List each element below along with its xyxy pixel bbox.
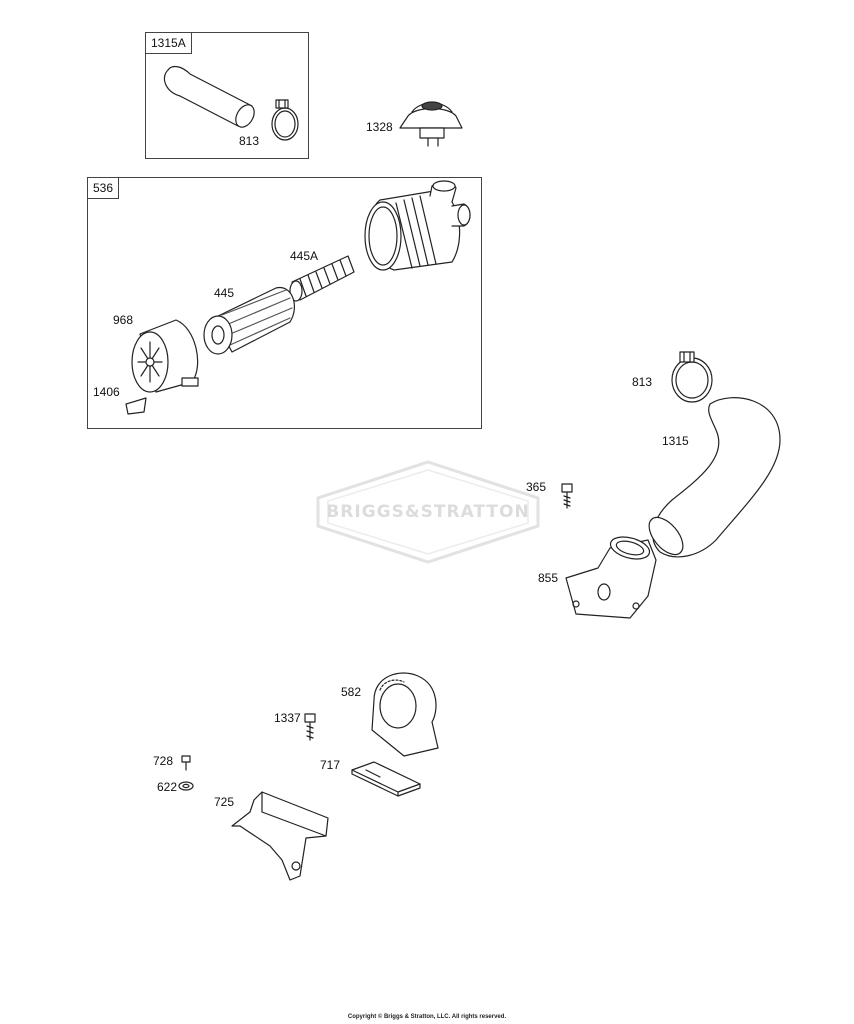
part-label-445a: 445A: [290, 249, 319, 263]
intake-hose-1315a: [163, 65, 255, 128]
part-label-1406: 1406: [93, 385, 120, 399]
screw-365: [561, 483, 573, 509]
air-cleaner-bracket-582: [371, 672, 439, 757]
brand-watermark: BRIGGS&STRATTON: [312, 458, 544, 566]
part-label-725: 725: [214, 795, 235, 809]
copyright-notice: Copyright © Briggs & Stratton, LLC. All …: [347, 1014, 507, 1020]
main-filter-445: [203, 287, 295, 355]
watermark-text: BRIGGS&STRATTON: [326, 502, 530, 522]
mounting-bracket-725: [231, 791, 329, 881]
part-label-968: 968: [113, 313, 134, 327]
washer-622: [178, 781, 194, 791]
hose-clamp-813: [671, 351, 713, 403]
part-label-582: 582: [341, 685, 362, 699]
hose-clamp-813-kit: [271, 99, 299, 141]
screw-1337: [304, 713, 316, 741]
air-cleaner-cover-968: [131, 319, 199, 393]
air-cleaner-housing: [364, 180, 471, 271]
inner-filter-445a: [289, 255, 355, 302]
part-label-365: 365: [526, 480, 547, 494]
nut-728: [181, 755, 191, 771]
intake-adapter-855: [565, 536, 657, 619]
part-label-717: 717: [320, 758, 341, 772]
part-label-1315: 1315: [662, 434, 689, 448]
kit-1315a-box: 1315A: [145, 32, 309, 159]
dust-valve-1406: [125, 397, 147, 415]
part-label-728: 728: [153, 754, 174, 768]
precleaner-cap-1328: [399, 101, 463, 147]
part-label-622: 622: [157, 780, 178, 794]
watermark-hexagon-icon: [316, 460, 540, 564]
kit-536-label: 536: [87, 177, 120, 199]
part-label-1337: 1337: [274, 711, 301, 725]
kit-1315a-label: 1315A: [145, 32, 192, 54]
kit-536-box: 536: [87, 177, 482, 429]
intake-hose-1315: [648, 397, 781, 558]
part-label-813: 813: [632, 375, 653, 389]
part-label-1328: 1328: [366, 120, 393, 134]
support-plate-717: [351, 761, 421, 797]
part-label-855: 855: [538, 571, 559, 585]
part-label-445: 445: [214, 286, 235, 300]
part-label-813-kit: 813: [239, 134, 260, 148]
